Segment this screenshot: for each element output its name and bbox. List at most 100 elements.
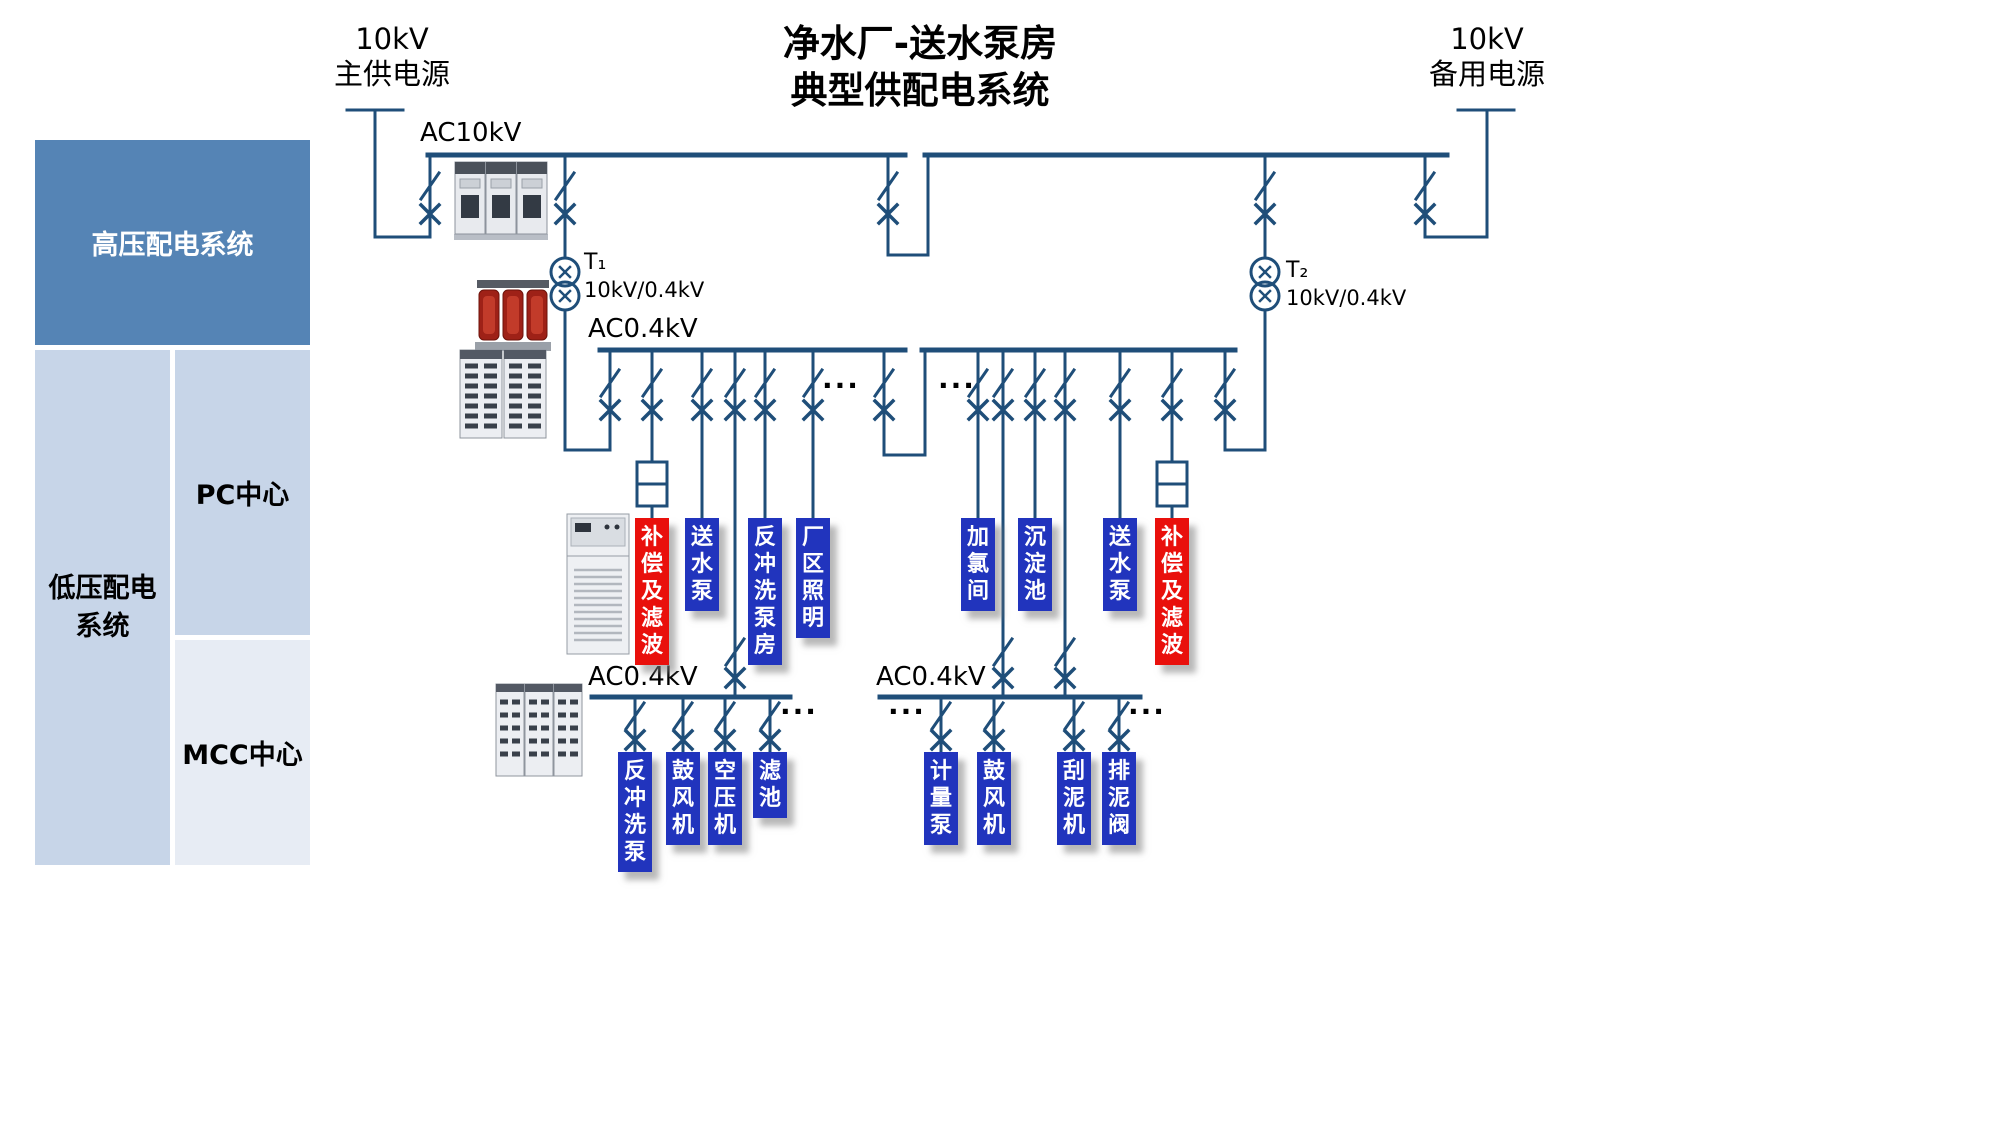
disconnect-switch-icon [1053,367,1077,399]
main-source-name: 主供电源 [333,57,450,91]
equipment-load-label: 送水泵 [685,518,719,611]
page-title-line1: 净水厂-送水泵房 [782,22,1058,65]
breaker-x-icon [1213,398,1237,422]
breaker-x-icon [418,202,442,226]
disconnect-switch-icon [723,636,747,668]
disconnect-switch-icon [671,700,695,732]
more-feeders-ellipsis: ... [938,362,976,395]
breaker-x-icon [929,728,953,752]
compensation-filter-load-label: 补偿及滤波 [1155,518,1189,665]
transformer-icon [1258,289,1272,303]
disconnect-switch-icon [982,700,1006,732]
transformer-icon [1249,280,1281,312]
lv-distribution-block: 低压配电系统 [35,350,170,865]
equipment-load-label: 厂区照明 [796,518,830,638]
breaker-x-icon [1107,728,1131,752]
mcc-left-bus-label: AC0.4kV [588,662,698,692]
equipment-load-label: 排泥阀 [1102,752,1136,845]
equipment-load-label: 加氯间 [961,518,995,611]
breaker-x-icon [640,398,664,422]
disconnect-switch-icon [598,367,622,399]
breaker-x-icon [1053,666,1077,690]
main-source-label: 10kV 主供电源 [327,22,457,92]
disconnect-switch-icon [1413,170,1437,202]
breaker-x-icon [753,398,777,422]
equipment-load-label: 刮泥机 [1057,752,1091,845]
breaker-x-icon [723,666,747,690]
disconnect-switch-icon [623,700,647,732]
mcc-center-block: MCC中心 [175,640,310,865]
breaker-x-icon [598,398,622,422]
transformer-icon [558,289,572,303]
equipment-load-label: 沉淀池 [1018,518,1052,611]
more-feeders-ellipsis: ... [780,688,818,721]
disconnect-switch-icon [1253,170,1277,202]
disconnect-switch-icon [966,367,990,399]
more-feeders-ellipsis: ... [822,362,860,395]
more-feeders-ellipsis: ... [1128,688,1166,721]
equipment-load-label: 计量泵 [924,752,958,845]
breaker-x-icon [1062,728,1086,752]
page-title: 净水厂-送水泵房 典型供配电系统 [690,20,1150,114]
equipment-load-label: 鼓风机 [666,752,700,845]
breaker-x-icon [982,728,1006,752]
disconnect-switch-icon [723,367,747,399]
breaker-x-icon [1413,202,1437,226]
main-source-voltage: 10kV [355,22,429,56]
mcc-right-bus-label: AC0.4kV [876,662,986,692]
capacitor-cabinet-image [566,513,630,655]
transformer-icon [1258,265,1272,279]
disconnect-switch-icon [1108,367,1132,399]
disconnect-switch-icon [991,367,1015,399]
disconnect-switch-icon [991,636,1015,668]
lv-switchgear-image [459,349,547,439]
hv-distribution-block: 高压配电系统 [35,140,310,345]
breaker-x-icon [801,398,825,422]
breaker-x-icon [671,728,695,752]
more-feeders-ellipsis: ... [888,688,926,721]
disconnect-switch-icon [876,170,900,202]
transformer-image [475,280,551,351]
transformer-t1-name: T₁ [584,250,607,275]
disconnect-switch-icon [1053,636,1077,668]
page-title-line2: 典型供配电系统 [790,69,1050,112]
disconnect-switch-icon [801,367,825,399]
equipment-load-label: 送水泵 [1103,518,1137,611]
lv-bus-label: AC0.4kV [588,314,698,344]
transformer-t2-ratio: 10kV/0.4kV [1286,286,1407,310]
breaker-x-icon [723,398,747,422]
equipment-load-label: 空压机 [708,752,742,845]
equipment-load-label: 滤池 [753,752,787,818]
backup-source-voltage: 10kV [1450,22,1524,56]
pc-center-label: PC中心 [195,480,290,511]
hv-bus-label: AC10kV [420,118,522,148]
hv-switchgear-image [454,161,548,240]
disconnect-switch-icon [690,367,714,399]
breaker-x-icon [1053,398,1077,422]
disconnect-switch-icon [1023,367,1047,399]
lv-distribution-label: 低压配电系统 [48,572,157,642]
compensation-filter-load-label: 补偿及滤波 [635,518,669,665]
backup-source-label: 10kV 备用电源 [1422,22,1552,92]
breaker-x-icon [713,728,737,752]
equipment-load-label: 鼓风机 [977,752,1011,845]
disconnect-switch-icon [758,700,782,732]
equipment-load-label: 反冲洗泵房 [748,518,782,665]
disconnect-switch-icon [929,700,953,732]
disconnect-switch-icon [872,367,896,399]
transformer-icon [549,256,581,288]
disconnect-switch-icon [1107,700,1131,732]
mcc-cabinet-image [495,683,583,777]
breaker-x-icon [758,728,782,752]
breaker-x-icon [1253,202,1277,226]
disconnect-switch-icon [1062,700,1086,732]
breaker-x-icon [872,398,896,422]
breaker-x-icon [553,202,577,226]
breaker-x-icon [1160,398,1184,422]
breaker-x-icon [876,202,900,226]
disconnect-switch-icon [713,700,737,732]
transformer-t1-ratio: 10kV/0.4kV [584,278,705,302]
breaker-x-icon [1108,398,1132,422]
disconnect-switch-icon [1160,367,1184,399]
